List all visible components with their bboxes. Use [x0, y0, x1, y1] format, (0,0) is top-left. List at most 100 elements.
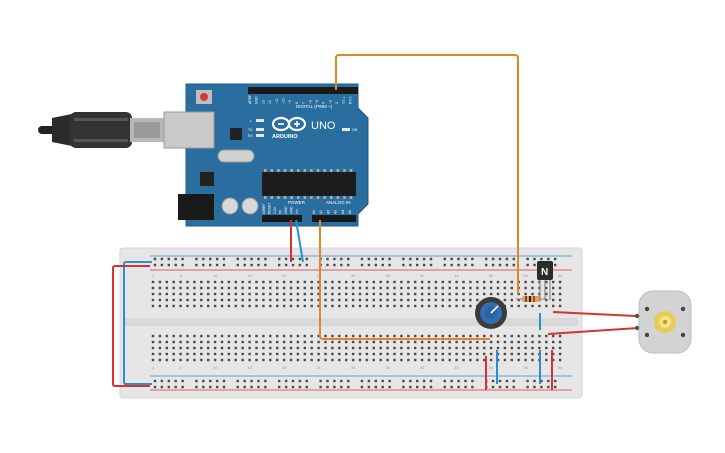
- breadboard-hole[interactable]: [165, 298, 168, 302]
- breadboard-hole[interactable]: [558, 280, 562, 284]
- breadboard-hole[interactable]: [448, 352, 451, 356]
- breadboard-hole[interactable]: [471, 385, 474, 389]
- breadboard-hole[interactable]: [338, 334, 341, 338]
- breadboard-hole[interactable]: [498, 257, 502, 261]
- breadboard-hole[interactable]: [489, 352, 493, 356]
- breadboard-hole[interactable]: [496, 286, 500, 290]
- breadboard-hole[interactable]: [303, 292, 306, 296]
- breadboard-hole[interactable]: [151, 286, 155, 290]
- breadboard-hole[interactable]: [510, 280, 513, 284]
- breadboard-hole[interactable]: [351, 358, 355, 362]
- breadboard-hole[interactable]: [510, 292, 513, 296]
- breadboard-hole[interactable]: [388, 263, 391, 267]
- breadboard-hole[interactable]: [257, 257, 260, 261]
- breadboard-hole[interactable]: [282, 298, 286, 302]
- breadboard-hole[interactable]: [220, 304, 224, 308]
- breadboard-hole[interactable]: [407, 334, 410, 338]
- breadboard-hole[interactable]: [545, 340, 548, 344]
- breadboard-hole[interactable]: [552, 298, 555, 302]
- breadboard-hole[interactable]: [289, 346, 293, 350]
- breadboard-hole[interactable]: [372, 292, 375, 296]
- breadboard-hole[interactable]: [324, 304, 327, 308]
- breadboard-hole[interactable]: [409, 263, 412, 267]
- breadboard-hole[interactable]: [179, 358, 182, 362]
- breadboard-hole[interactable]: [331, 304, 334, 308]
- breadboard-hole[interactable]: [215, 257, 219, 261]
- breadboard-hole[interactable]: [209, 385, 212, 389]
- breadboard-hole[interactable]: [469, 298, 472, 302]
- breadboard-hole[interactable]: [234, 346, 237, 350]
- breadboard-hole[interactable]: [269, 358, 272, 362]
- breadboard-hole[interactable]: [278, 379, 281, 383]
- breadboard-hole[interactable]: [429, 257, 433, 261]
- breadboard-hole[interactable]: [552, 286, 555, 290]
- breadboard-hole[interactable]: [303, 346, 306, 350]
- breadboard-hole[interactable]: [503, 292, 507, 296]
- breadboard-hole[interactable]: [476, 286, 479, 290]
- breadboard-hole[interactable]: [262, 286, 265, 290]
- breadboard-hole[interactable]: [409, 257, 412, 261]
- breadboard-hole[interactable]: [496, 280, 500, 284]
- breadboard-hole[interactable]: [276, 304, 279, 308]
- breadboard-hole[interactable]: [213, 340, 217, 344]
- breadboard-hole[interactable]: [305, 385, 308, 389]
- breadboard-hole[interactable]: [503, 358, 507, 362]
- breadboard-hole[interactable]: [317, 304, 320, 308]
- breadboard-hole[interactable]: [379, 280, 382, 284]
- breadboard-hole[interactable]: [193, 352, 196, 356]
- breadboard-hole[interactable]: [358, 346, 362, 350]
- breadboard-hole[interactable]: [181, 263, 184, 267]
- breadboard-hole[interactable]: [388, 257, 391, 261]
- breadboard-hole[interactable]: [264, 385, 267, 389]
- breadboard-hole[interactable]: [151, 334, 155, 338]
- breadboard-hole[interactable]: [491, 385, 495, 389]
- breadboard-hole[interactable]: [554, 385, 557, 389]
- breadboard-hole[interactable]: [393, 298, 396, 302]
- breadboard-hole[interactable]: [443, 263, 446, 267]
- breadboard-hole[interactable]: [407, 346, 410, 350]
- breadboard-hole[interactable]: [234, 352, 237, 356]
- breadboard-hole[interactable]: [469, 286, 472, 290]
- breadboard-hole[interactable]: [338, 298, 341, 302]
- breadboard-hole[interactable]: [195, 385, 198, 389]
- breadboard-hole[interactable]: [351, 298, 355, 302]
- breadboard-hole[interactable]: [153, 385, 157, 389]
- breadboard-hole[interactable]: [448, 340, 451, 344]
- breadboard-hole[interactable]: [269, 292, 272, 296]
- breadboard-hole[interactable]: [220, 286, 224, 290]
- breadboard-hole[interactable]: [227, 352, 231, 356]
- breadboard-hole[interactable]: [358, 334, 362, 338]
- breadboard-hole[interactable]: [158, 298, 162, 302]
- breadboard-hole[interactable]: [158, 346, 162, 350]
- breadboard-hole[interactable]: [243, 385, 246, 389]
- breadboard-hole[interactable]: [379, 298, 382, 302]
- breadboard-hole[interactable]: [420, 340, 424, 344]
- breadboard-hole[interactable]: [179, 280, 182, 284]
- breadboard-hole[interactable]: [483, 340, 486, 344]
- breadboard-hole[interactable]: [269, 286, 272, 290]
- breadboard-hole[interactable]: [227, 346, 231, 350]
- breadboard-hole[interactable]: [365, 298, 369, 302]
- breadboard-hole[interactable]: [310, 292, 313, 296]
- breadboard-hole[interactable]: [517, 334, 520, 338]
- breadboard-hole[interactable]: [200, 340, 203, 344]
- breadboard-hole[interactable]: [284, 263, 288, 267]
- breadboard-hole[interactable]: [510, 340, 513, 344]
- breadboard-hole[interactable]: [345, 286, 348, 290]
- breadboard-hole[interactable]: [165, 334, 168, 338]
- breadboard-hole[interactable]: [303, 280, 306, 284]
- breadboard-hole[interactable]: [262, 280, 265, 284]
- breadboard-hole[interactable]: [222, 263, 226, 267]
- breadboard-hole[interactable]: [393, 334, 396, 338]
- breadboard-hole[interactable]: [160, 379, 164, 383]
- breadboard-hole[interactable]: [276, 346, 279, 350]
- breadboard-hole[interactable]: [434, 304, 438, 308]
- breadboard-hole[interactable]: [462, 292, 465, 296]
- breadboard-hole[interactable]: [427, 304, 431, 308]
- breadboard-hole[interactable]: [276, 340, 279, 344]
- breadboard-hole[interactable]: [558, 298, 562, 302]
- breadboard-hole[interactable]: [262, 346, 265, 350]
- breadboard-hole[interactable]: [181, 257, 184, 261]
- breadboard-hole[interactable]: [326, 379, 329, 383]
- breadboard-hole[interactable]: [167, 379, 170, 383]
